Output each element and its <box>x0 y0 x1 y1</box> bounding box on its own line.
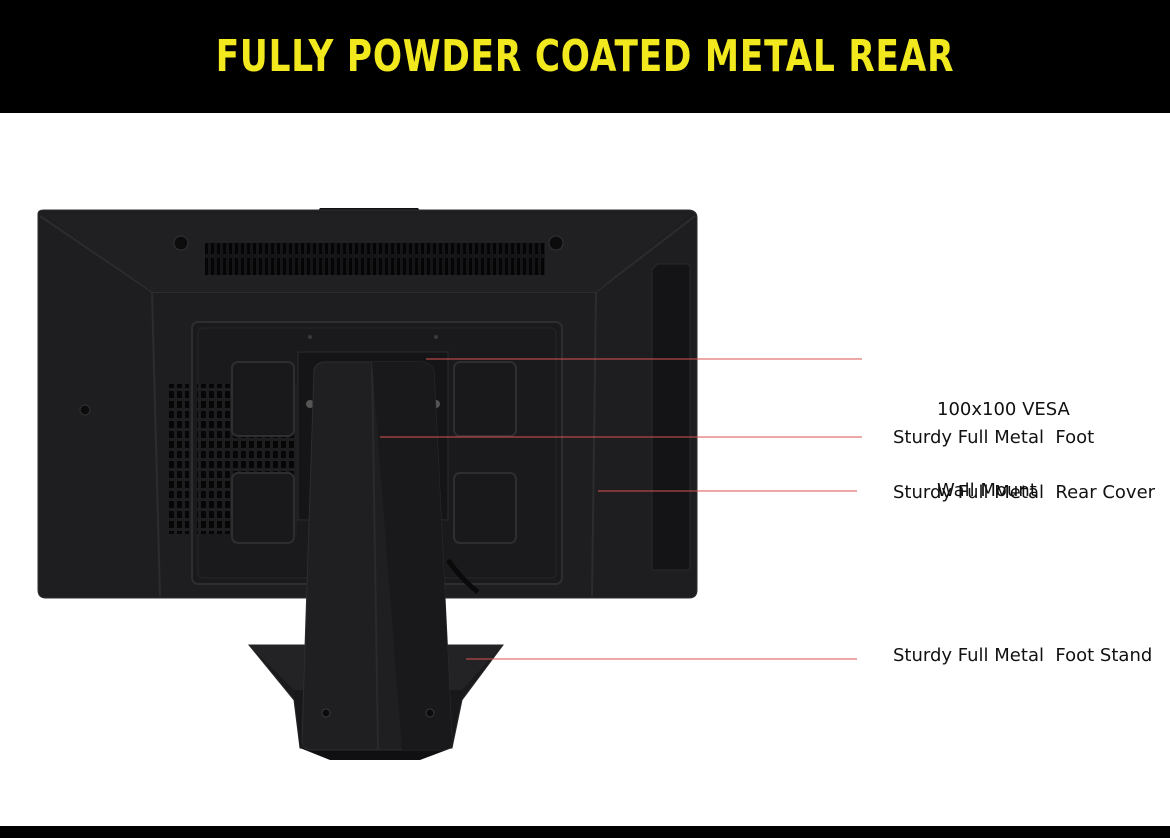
callout-vesa-line1: 100x100 VESA <box>937 399 1070 420</box>
bottom-bar <box>0 826 1170 838</box>
callout-foot-stand: Sturdy Full Metal Foot Stand <box>893 645 1153 666</box>
callout-vesa-line2: Wall Mount <box>937 480 1037 501</box>
banner-title: FULLY POWDER COATED METAL REAR <box>215 31 955 82</box>
callout-vesa-wall-mount: 100x100 VESA Wall Mount <box>937 342 1070 531</box>
callout-rear-cover: Sturdy Full Metal Rear Cover <box>893 482 1156 503</box>
screw <box>79 404 91 416</box>
screw <box>548 235 564 251</box>
screw <box>173 235 189 251</box>
title-banner: FULLY POWDER COATED METAL REAR <box>0 0 1170 113</box>
top-vent <box>205 243 545 275</box>
left-vent <box>167 384 189 534</box>
monitor-rear-illustration <box>37 208 862 760</box>
callout-foot: Sturdy Full Metal Foot <box>893 427 1095 448</box>
side-panel <box>651 263 691 571</box>
